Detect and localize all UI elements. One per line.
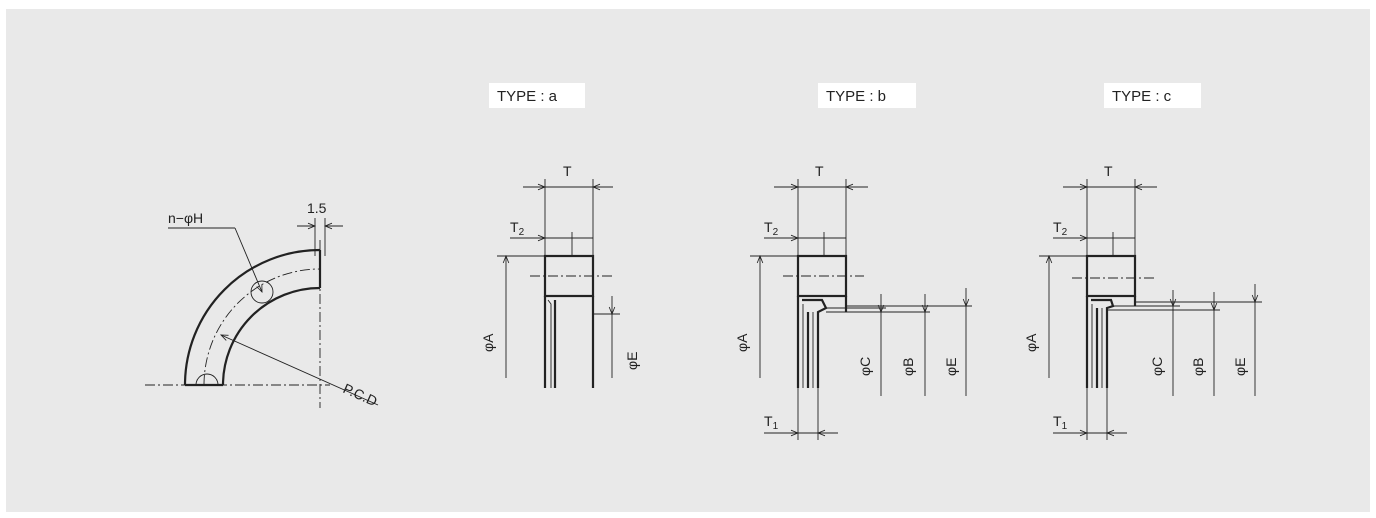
c-label: φC — [1149, 357, 1165, 376]
e-label: φE — [1232, 358, 1248, 376]
a-label: φA — [1023, 333, 1039, 352]
t-label: T — [563, 163, 572, 179]
pcd-leader — [221, 335, 379, 406]
hole-label: n−φH — [168, 210, 203, 226]
e-label: φE — [624, 352, 640, 370]
type-c-title-box — [1104, 83, 1201, 108]
type-c-section: TYPE : c T T2 φA φC — [1023, 83, 1262, 440]
type-b-section: TYPE : b T T2 φA φC — [734, 83, 972, 440]
t2-label: T2 — [1053, 219, 1068, 238]
t1-label: T1 — [1053, 413, 1068, 432]
lining-profile — [802, 298, 828, 388]
type-b-title: TYPE : b — [826, 88, 886, 105]
pcd-label: P.C.D — [341, 380, 380, 409]
a-label: φA — [734, 333, 750, 352]
bolt-hole-half — [195, 373, 219, 386]
t1-label: T1 — [764, 413, 779, 432]
type-a-title: TYPE : a — [497, 88, 558, 105]
t2-label: T2 — [510, 219, 525, 238]
lining-line — [547, 299, 552, 388]
flange-outer-arc — [183, 248, 321, 386]
flange-inner-arc — [221, 286, 321, 386]
t-label: T — [815, 163, 824, 179]
flange-quarter-view: n−φH 1.5 P.C.D — [145, 200, 380, 409]
c-label: φC — [857, 357, 873, 376]
a-label: φA — [480, 333, 496, 352]
type-c-title: TYPE : c — [1112, 88, 1172, 105]
margin-label: 1.5 — [307, 200, 327, 216]
b-label: φB — [1190, 358, 1206, 376]
type-a-title-box — [489, 83, 585, 108]
bolt-hole — [250, 280, 274, 304]
t-label: T — [1104, 163, 1113, 179]
hole-leader-arrow — [234, 227, 262, 292]
pcd-circle — [203, 268, 321, 386]
type-a-section: TYPE : a T T2 φA φE — [480, 83, 640, 388]
b-label: φB — [900, 358, 916, 376]
e-label: φE — [943, 358, 959, 376]
flange-section — [1085, 254, 1137, 298]
type-b-title-box — [818, 83, 916, 108]
t2-label: T2 — [764, 219, 779, 238]
